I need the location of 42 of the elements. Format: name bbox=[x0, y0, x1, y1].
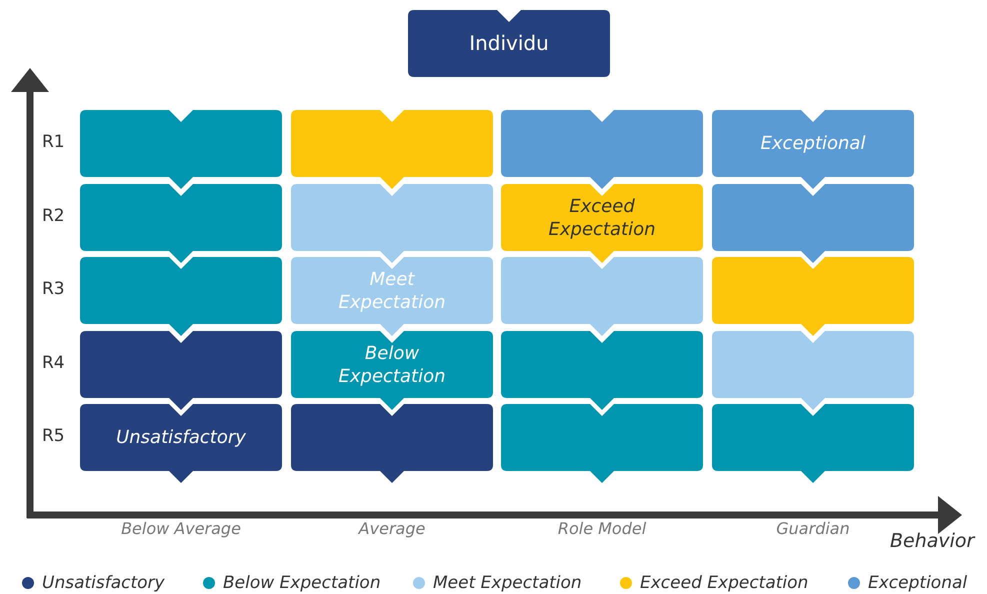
rating-cell bbox=[501, 184, 703, 263]
cell-label: Meet Expectation bbox=[338, 268, 446, 314]
rating-cell bbox=[80, 110, 282, 189]
rating-cell bbox=[712, 257, 914, 336]
row-label: R3 bbox=[42, 279, 65, 299]
rating-cell bbox=[80, 184, 282, 263]
cell-label: Below Expectation bbox=[338, 342, 446, 388]
rating-cell bbox=[291, 184, 493, 263]
rating-cell bbox=[291, 257, 493, 336]
header-box bbox=[408, 10, 610, 77]
column-label: Below Average bbox=[121, 519, 241, 538]
cell-label: Unsatisfactory bbox=[115, 426, 247, 449]
column-label: Role Model bbox=[558, 519, 646, 538]
legend-label: Below Expectation bbox=[223, 573, 381, 593]
row-label: R5 bbox=[42, 426, 65, 446]
legend-label: Exceptional bbox=[868, 573, 968, 593]
rating-cell bbox=[712, 184, 914, 263]
rating-cell bbox=[712, 404, 914, 483]
column-label: Average bbox=[358, 519, 426, 538]
rating-cell bbox=[80, 331, 282, 410]
header-label: Individu bbox=[469, 32, 549, 55]
row-label: R2 bbox=[42, 206, 65, 226]
legend-label: Unsatisfactory bbox=[42, 573, 165, 593]
rating-cell bbox=[712, 110, 914, 189]
legend-label: Meet Expectation bbox=[433, 573, 582, 593]
column-label: Guardian bbox=[776, 519, 850, 538]
rating-cell bbox=[80, 257, 282, 336]
legend-label: Exceed Expectation bbox=[640, 573, 808, 593]
row-label: R4 bbox=[42, 353, 65, 373]
rating-cell bbox=[501, 110, 703, 189]
rating-cell bbox=[291, 404, 493, 483]
row-label: R1 bbox=[42, 132, 65, 152]
cell-label: Exceptional bbox=[760, 132, 866, 155]
rating-cell bbox=[712, 331, 914, 410]
rating-cell bbox=[291, 110, 493, 189]
rating-cell bbox=[501, 404, 703, 483]
rating-cell bbox=[501, 331, 703, 410]
rating-cell bbox=[501, 257, 703, 336]
cell-label: Exceed Expectation bbox=[548, 194, 656, 240]
rating-cell bbox=[80, 404, 282, 483]
axis-title: Behavior bbox=[890, 530, 974, 552]
rating-cell bbox=[291, 331, 493, 410]
